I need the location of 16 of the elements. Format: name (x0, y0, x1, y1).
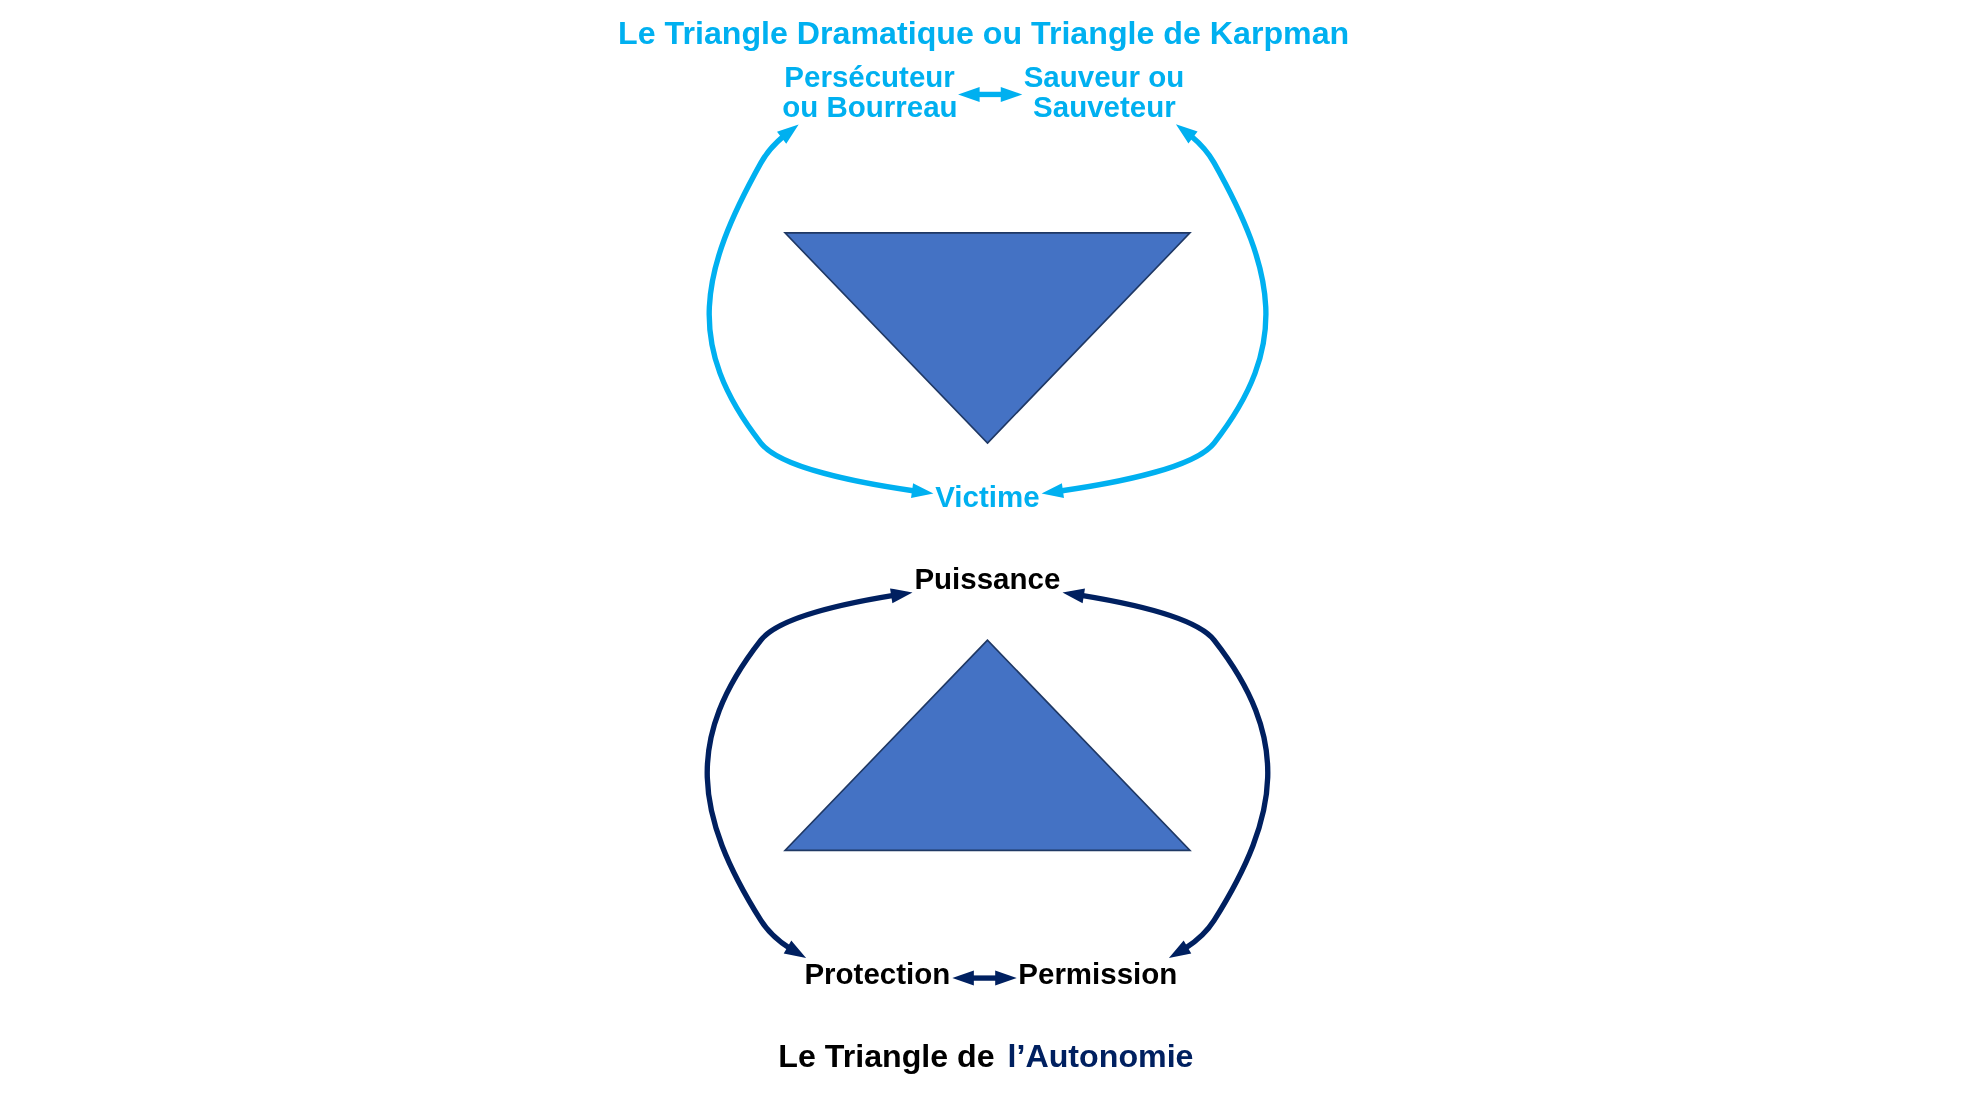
node-text: Persécuteur ou Bourreau (782, 60, 958, 123)
node-text: Sauveur ou Sauveteur (1023, 60, 1185, 123)
node-text: Protection (804, 957, 951, 991)
arrow (706, 124, 934, 499)
caption: Le Triangle de l’Autonomie (778, 1037, 1194, 1074)
node-triangle (783, 639, 1192, 852)
arrow (958, 86, 1023, 102)
node-text: Puissance (914, 561, 1061, 595)
arrow (1041, 124, 1269, 499)
arrow (952, 970, 1017, 986)
node-triangle (783, 232, 1192, 445)
diagram-title: Le Triangle Dramatique ou Triangle de Karpman (618, 14, 1350, 51)
node-text: Victime (935, 479, 1040, 513)
node-text: Permission (1018, 957, 1178, 991)
arrow (1062, 588, 1271, 958)
arrow (704, 588, 913, 958)
